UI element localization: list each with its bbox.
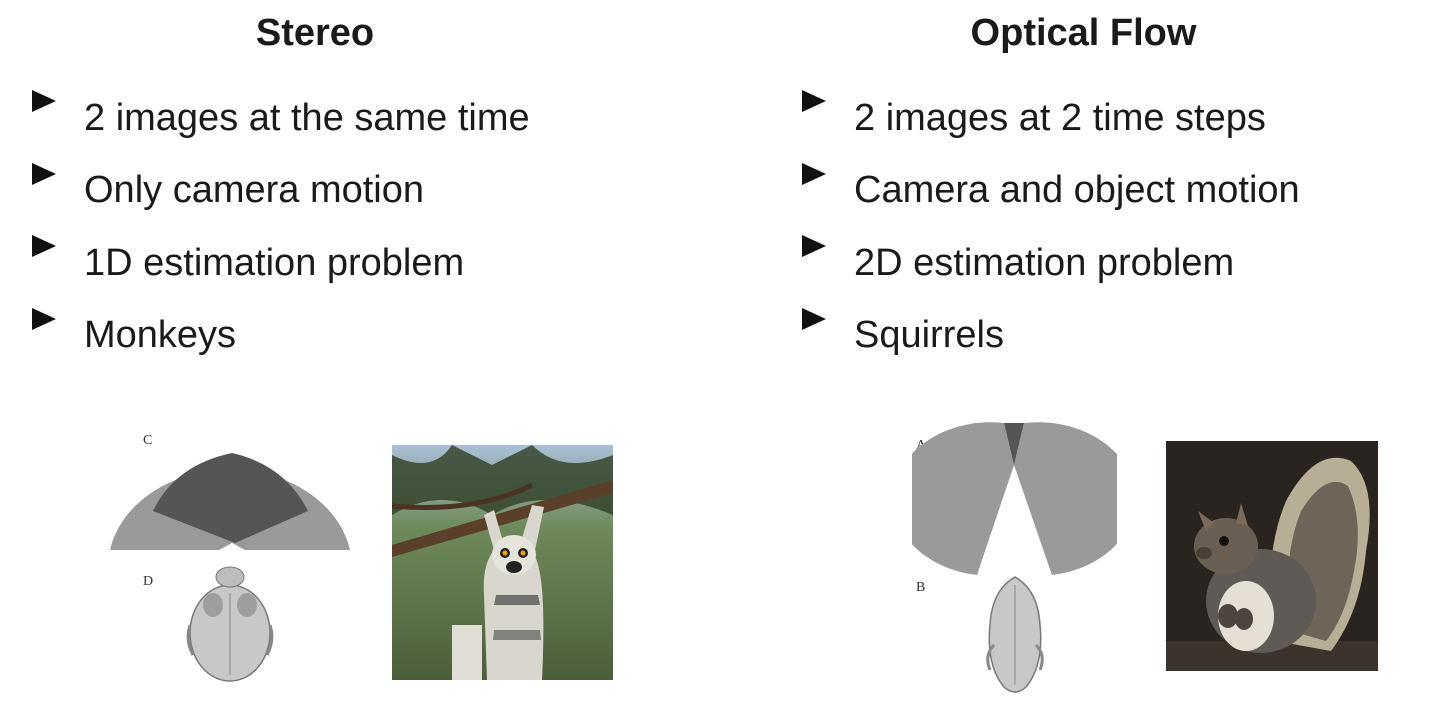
lemur-photo-icon [392,445,613,680]
bullet-triangle-icon [32,307,56,330]
bullet-triangle-icon [802,235,826,258]
stereo-heading: Stereo [255,12,375,54]
stereo-bullet-list: 2 images at the same time Only camera mo… [32,82,530,372]
monkey-visual-field-diagram: C D [105,425,360,690]
diagram-label-top: C [143,433,152,448]
diagram-label-bottom: D [143,574,153,589]
optical-flow-heading: Optical Flow [970,12,1197,54]
squirrel-skull-icon [986,576,1044,693]
list-item: 2 images at 2 time steps [802,82,1300,155]
list-item: Camera and object motion [802,155,1300,228]
monkey-skull-icon [186,566,274,682]
bullet-triangle-icon [802,90,826,113]
binocular-overlap-shape [153,453,308,543]
list-item: 1D estimation problem [32,227,530,300]
squirrel-photo-icon [1166,441,1378,671]
bullet-triangle-icon [802,307,826,330]
binocular-overlap-shape [1004,423,1024,465]
list-item: Monkeys [32,300,530,373]
list-item: Squirrels [802,300,1300,373]
left-visual-field-shape [912,422,1014,575]
lemur-photo [392,445,613,680]
list-item: 2D estimation problem [802,227,1300,300]
bullet-triangle-icon [32,162,56,185]
list-item: 2 images at the same time [32,82,530,155]
optical-flow-bullet-list: 2 images at 2 time steps Camera and obje… [802,82,1300,372]
bullet-triangle-icon [32,90,56,113]
diagram-label-bottom: B [916,580,925,595]
list-item: Only camera motion [32,155,530,228]
bullet-triangle-icon [32,235,56,258]
squirrel-visual-field-diagram: A B [912,415,1117,700]
right-visual-field-shape [1014,422,1117,575]
bullet-triangle-icon [802,162,826,185]
squirrel-photo [1166,441,1378,671]
